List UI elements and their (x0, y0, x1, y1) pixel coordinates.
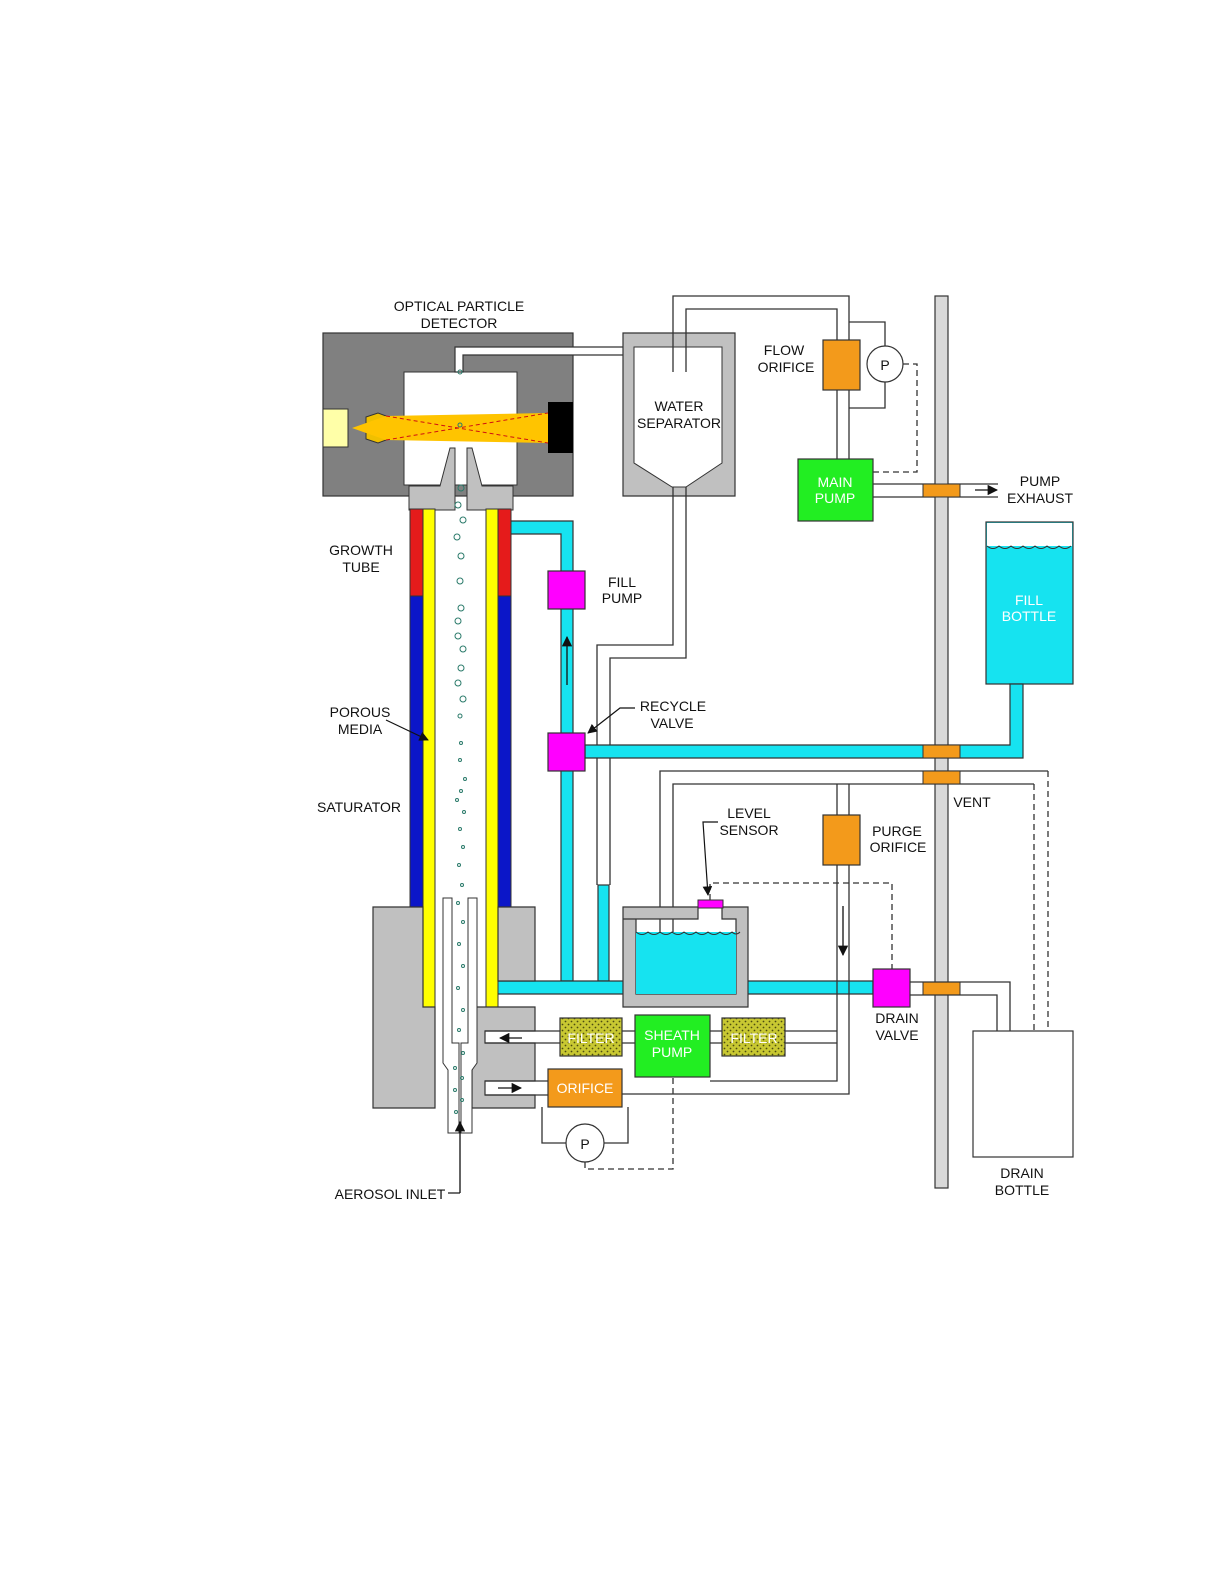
optical-detector-label-1: OPTICAL PARTICLE (394, 298, 524, 314)
pump-exhaust-label-1: PUMP (1020, 473, 1060, 489)
pump-exhaust-label-2: EXHAUST (1007, 490, 1074, 506)
fill-pump (548, 571, 585, 609)
recycle-valve-leader (588, 708, 635, 733)
sheath-orifice-label: ORIFICE (557, 1080, 614, 1096)
fill-bottle-air-gap (987, 523, 1072, 546)
porous-media-label-1: POROUS (330, 704, 391, 720)
separator-drain-water (598, 885, 609, 981)
separator-drain-line-outer (597, 487, 673, 885)
vent-dash-line (1034, 771, 1048, 1031)
fill-bottle-label-1: FILL (1015, 592, 1043, 608)
aerosol-inlet-tube (443, 898, 459, 1133)
recycle-valve-label-1: RECYCLE (640, 698, 706, 714)
water-separator-label-2: SEPARATOR (637, 415, 721, 431)
fill-bottle-port (923, 745, 960, 758)
flow-orifice (823, 340, 860, 390)
saturator-blue-right (498, 596, 511, 907)
growth-tube-label-1: GROWTH (329, 542, 393, 558)
saturator-base-lower-right (472, 1007, 535, 1108)
drain-valve (873, 969, 910, 1007)
drain-bottle (973, 1031, 1073, 1157)
sheath-line-top (485, 1031, 560, 1043)
saturator-label: SATURATOR (317, 799, 401, 815)
drain-valve-label-1: DRAIN (875, 1010, 919, 1026)
porous-media-right (486, 509, 498, 1007)
filter-to-pump-line (622, 1031, 635, 1043)
level-sensor (698, 900, 723, 908)
sheath-pump-label-1: SHEATH (644, 1027, 700, 1043)
filter-to-purge-line (785, 1031, 837, 1043)
pump-exhaust-port (923, 484, 960, 497)
pressure-gauge-label-bottom: P (580, 1136, 589, 1152)
sheath-pump-label-2: PUMP (652, 1044, 692, 1060)
vent-port (923, 771, 960, 784)
photodetector-icon (548, 402, 573, 453)
main-pump-label-1: MAIN (818, 474, 853, 490)
purge-orifice (823, 815, 860, 865)
fill-pump-label-1: FILL (608, 574, 636, 590)
reservoir-water (636, 932, 736, 994)
level-sensor-label-1: LEVEL (727, 805, 771, 821)
vent-manifold-bar (935, 296, 948, 1188)
separator-drain-line-inner (610, 487, 686, 885)
flow-orifice-label-2: ORIFICE (758, 359, 815, 375)
fill-bottle-label-2: BOTTLE (1002, 608, 1056, 624)
fill-pump-label-2: PUMP (602, 590, 642, 606)
growth-tube-label-2: TUBE (342, 559, 379, 575)
drain-valve-label-2: VALVE (875, 1027, 918, 1043)
recycle-valve (548, 733, 585, 771)
saturator-blue-left (410, 596, 423, 907)
main-pump-label-2: PUMP (815, 490, 855, 506)
pressure-gauge-label-top: P (880, 357, 889, 373)
laser-diode-icon (323, 409, 348, 447)
water-separator-label-1: WATER (655, 398, 704, 414)
drain-bottle-label-2: BOTTLE (995, 1182, 1049, 1198)
vent-label: VENT (953, 794, 991, 810)
saturator-base-block-right (498, 907, 535, 981)
flow-orifice-label-1: FLOW (764, 342, 805, 358)
growth-tube-red-right (498, 509, 511, 596)
purge-orifice-label-1: PURGE (872, 823, 922, 839)
drain-port (923, 982, 960, 995)
drain-bottle-label-1: DRAIN (1000, 1165, 1044, 1181)
filter-right-label: FILTER (730, 1030, 777, 1046)
porous-media-left (423, 509, 435, 1007)
level-sensor-label-2: SENSOR (719, 822, 778, 838)
recycle-valve-label-2: VALVE (650, 715, 693, 731)
purge-orifice-label-2: ORIFICE (870, 839, 927, 855)
aerosol-inlet-label: AEROSOL INLET (335, 1186, 446, 1202)
growth-tube-red-left (410, 509, 423, 596)
filter-left-label: FILTER (567, 1030, 614, 1046)
pump-to-filter-line (710, 1031, 722, 1043)
optical-detector-label-2: DETECTOR (421, 315, 498, 331)
porous-media-label-2: MEDIA (338, 721, 383, 737)
